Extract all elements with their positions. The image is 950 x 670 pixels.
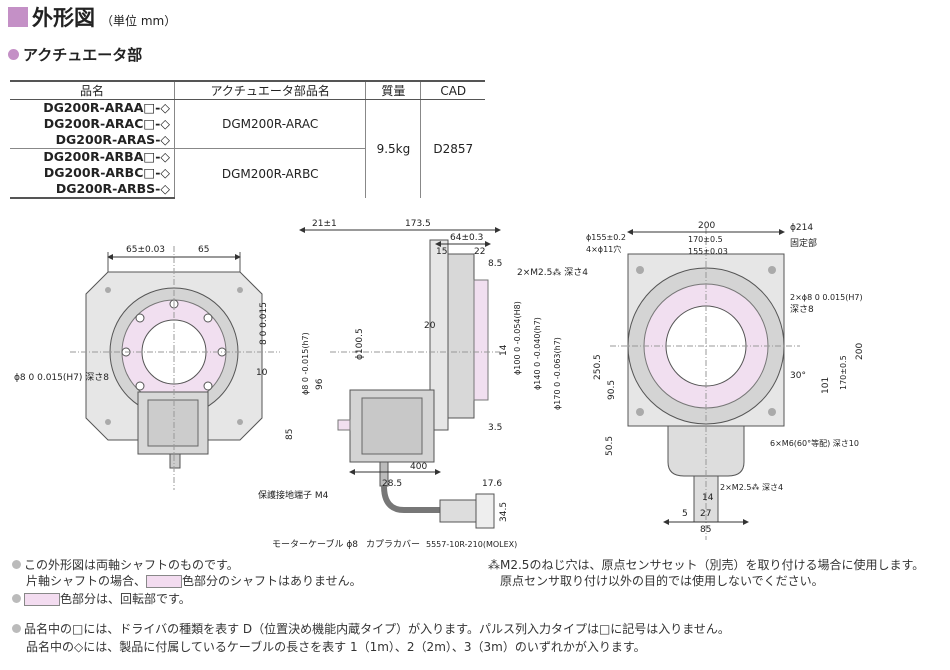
dim-3-5: 3.5 xyxy=(488,423,502,433)
dim-depth8: 深さ8 xyxy=(790,304,814,315)
dim-14-front: 14 xyxy=(702,493,714,503)
col-header-mass: 質量 xyxy=(365,80,421,100)
part-name: DGM200R-ARAC xyxy=(173,99,366,149)
section-heading: アクチュエータ部 xyxy=(8,44,142,65)
dim-30deg: 30° xyxy=(790,371,806,381)
table-row: DG200R-ARBC□-◇ xyxy=(10,165,485,181)
front-view: 200 ϕ214 ϕ155±0.2 4×ϕ11穴 170±0.5 155±0.0… xyxy=(586,221,865,540)
model-name: DG200R-ARAA□-◇ xyxy=(43,100,170,115)
spec-table: 品名 アクチュエータ部品名 質量 CAD DG200R-ARAA□-◇ DGM2… xyxy=(10,80,485,199)
dim-100-5: ϕ100.5 xyxy=(355,328,365,360)
page-header: 外形図 （単位 mm） xyxy=(8,2,176,32)
model-name: DG200R-ARBC□-◇ xyxy=(43,165,170,180)
dim-pin: 2×ϕ8 0 0.015(H7) xyxy=(790,293,863,302)
model-name: DG200R-ARAS-◇ xyxy=(55,132,170,147)
dim-holes: 4×ϕ11穴 xyxy=(586,244,621,254)
note-1: この外形図は両軸シャフトのものです。 xyxy=(12,556,239,573)
dim-15: 15 xyxy=(436,247,447,257)
note-4b: 品名中の◇には、製品に付属しているケーブルの長さを表す 1（1m）、2（2m）、… xyxy=(26,640,646,654)
bullet-icon xyxy=(12,560,21,569)
dim-22: 22 xyxy=(474,247,485,257)
dim-34-5: 34.5 xyxy=(499,502,509,522)
dim-400: 400 xyxy=(410,462,427,472)
dim-17-6: 17.6 xyxy=(482,479,502,489)
mass-value: 9.5kg xyxy=(365,99,421,198)
table-header-row: 品名 アクチュエータ部品名 質量 CAD xyxy=(10,80,485,100)
section-title: アクチュエータ部 xyxy=(23,46,143,64)
dim-21: 21±1 xyxy=(312,219,337,229)
dim-85: 85 xyxy=(285,429,295,440)
pink-swatch xyxy=(146,575,183,588)
label-fixed-part: 固定部 xyxy=(790,237,817,249)
dim-65: 65 xyxy=(198,245,209,255)
model-name: DG200R-ARBS-◇ xyxy=(10,181,175,199)
dim-96: 96 xyxy=(315,378,325,390)
dim-10: 10 xyxy=(256,368,268,378)
label-cover: カプラカバー xyxy=(366,539,420,550)
dim-155: 155±0.03 xyxy=(688,247,728,256)
label-connector: 5557-10R-210(MOLEX) xyxy=(426,540,517,549)
dim-101: 101 xyxy=(821,377,831,394)
page-title: 外形図 xyxy=(32,6,95,30)
table-row: DG200R-ARBS-◇ xyxy=(10,181,485,199)
dim-50-5: 50.5 xyxy=(605,436,615,456)
note-3b: 原点センサ取り付け以外の目的では使用しないでください。 xyxy=(500,574,824,588)
bullet-icon xyxy=(12,624,21,633)
dim-170: ϕ170 0 -0.063(h7) xyxy=(553,337,562,410)
bullet-icon xyxy=(12,594,21,603)
note-4: 品名中の□には、ドライバの種類を表す D（位置決め機能内蔵タイプ）が入ります。パ… xyxy=(12,620,730,637)
dim-214: ϕ214 xyxy=(790,223,813,233)
dim-m6: 6×M6(60°等配) 深さ10 xyxy=(770,438,859,448)
part-name: DGM200R-ARBC xyxy=(173,148,366,198)
dim-shaft: ϕ8 0 -0.015(h7) xyxy=(301,332,310,395)
dim-250-5: 250.5 xyxy=(593,354,603,380)
col-header-part: アクチュエータ部品名 xyxy=(173,80,366,100)
dim-27: 27 xyxy=(700,509,711,519)
col-header-cad: CAD xyxy=(420,80,485,100)
model-name: DG200R-ARBA□-◇ xyxy=(10,148,175,165)
dim-173: 173.5 xyxy=(405,219,431,229)
bullet-icon xyxy=(8,49,19,60)
dim-20: 20 xyxy=(424,321,436,331)
dim-pin-hole: ϕ8 0 0.015(H7) 深さ8 xyxy=(14,372,109,383)
left-view: 65±0.03 65 ϕ8 0 0.015(H7) 深さ8 8 0 0.015 … xyxy=(14,245,280,490)
dim-8h7: 8 0 0.015 xyxy=(259,302,269,345)
dim-m25: 2×M2.5⁂ 深さ4 xyxy=(517,267,588,278)
table-row: DG200R-ARBA□-◇ DGM200R-ARBC xyxy=(10,148,485,198)
dim-170-v: 170±0.5 xyxy=(839,355,848,390)
unit-label: （単位 mm） xyxy=(101,14,177,28)
side-view: 21±1 173.5 64±0.3 15 22 8.5 2×M2.5⁂ 深さ4 … xyxy=(258,219,588,550)
note-1b: 片軸シャフトの場合、色部分のシャフトはありません。 xyxy=(26,574,362,588)
dim-h8: ϕ100 0 -0.054(H8) xyxy=(513,301,522,375)
dim-155-tol: ϕ155±0.2 xyxy=(586,233,626,242)
cad-value: D2857 xyxy=(420,99,485,198)
dim-200: 200 xyxy=(698,221,715,231)
dim-m25-front: 2×M2.5⁂ 深さ4 xyxy=(720,482,783,492)
dim-140: ϕ140 0 -0.040(h7) xyxy=(533,317,542,390)
dim-28-5: 28.5 xyxy=(382,479,402,489)
label-pe-terminal: 保護接地端子 M4 xyxy=(258,489,329,501)
note-3: ⁂M2.5のねじ穴は、原点センサセット（別売）を取り付ける場合に使用します。 xyxy=(488,558,925,572)
note-2: 色部分は、回転部です。 xyxy=(12,590,191,607)
pink-swatch xyxy=(24,593,60,606)
dim-200-v: 200 xyxy=(855,343,865,360)
model-name: DG200R-ARAC□-◇ xyxy=(43,116,170,131)
dim-8-5: 8.5 xyxy=(488,259,502,269)
dim-64: 64±0.3 xyxy=(450,233,483,243)
table-row: DG200R-ARAS-◇ xyxy=(10,132,485,149)
dim-14: 14 xyxy=(499,344,509,356)
table-row: DG200R-ARAA□-◇ DGM200R-ARAC 9.5kg D2857 xyxy=(10,99,485,198)
dim-85-front: 85 xyxy=(700,525,711,535)
dim-5: 5 xyxy=(682,509,688,519)
col-header-model: 品名 xyxy=(10,80,175,100)
dim-170: 170±0.5 xyxy=(688,235,723,244)
label-cable: モーターケーブル ϕ8 xyxy=(272,538,358,550)
dim-65-tol: 65±0.03 xyxy=(126,245,165,255)
table-row: DG200R-ARAC□-◇ xyxy=(10,116,485,132)
header-square-icon xyxy=(8,7,28,27)
dim-90-5: 90.5 xyxy=(607,380,617,400)
